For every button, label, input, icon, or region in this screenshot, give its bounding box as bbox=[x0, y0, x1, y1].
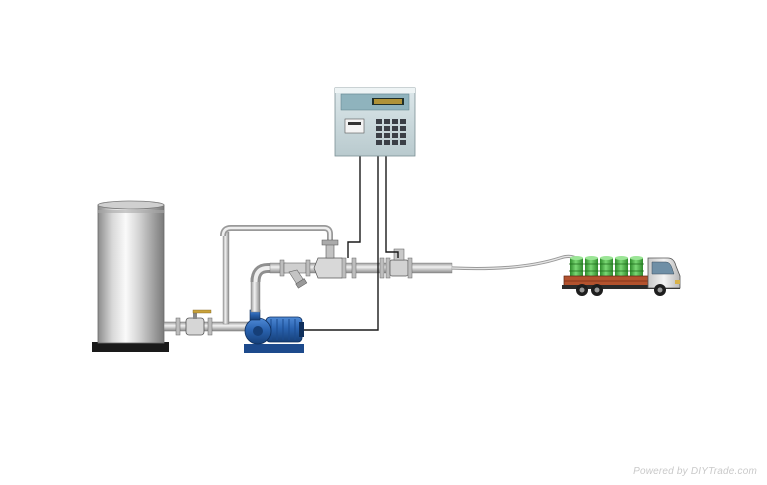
flow-meter bbox=[385, 248, 413, 279]
centrifugal-pump bbox=[244, 309, 304, 353]
controller-keypad bbox=[376, 119, 406, 145]
y-strainer bbox=[279, 259, 311, 289]
tank-outlet-pipe bbox=[163, 317, 249, 336]
signal-wires bbox=[304, 156, 399, 331]
drums bbox=[569, 256, 644, 278]
truck-with-drums bbox=[562, 256, 681, 296]
discharge-pipe bbox=[250, 262, 287, 313]
storage-tank bbox=[92, 200, 169, 352]
control-valve bbox=[309, 239, 347, 279]
ball-valve bbox=[185, 309, 212, 336]
watermark: Powered by DIYTrade.com bbox=[633, 466, 757, 477]
bypass-pipe bbox=[220, 225, 333, 325]
loading-hose bbox=[451, 254, 580, 271]
batch-controller bbox=[334, 87, 416, 157]
